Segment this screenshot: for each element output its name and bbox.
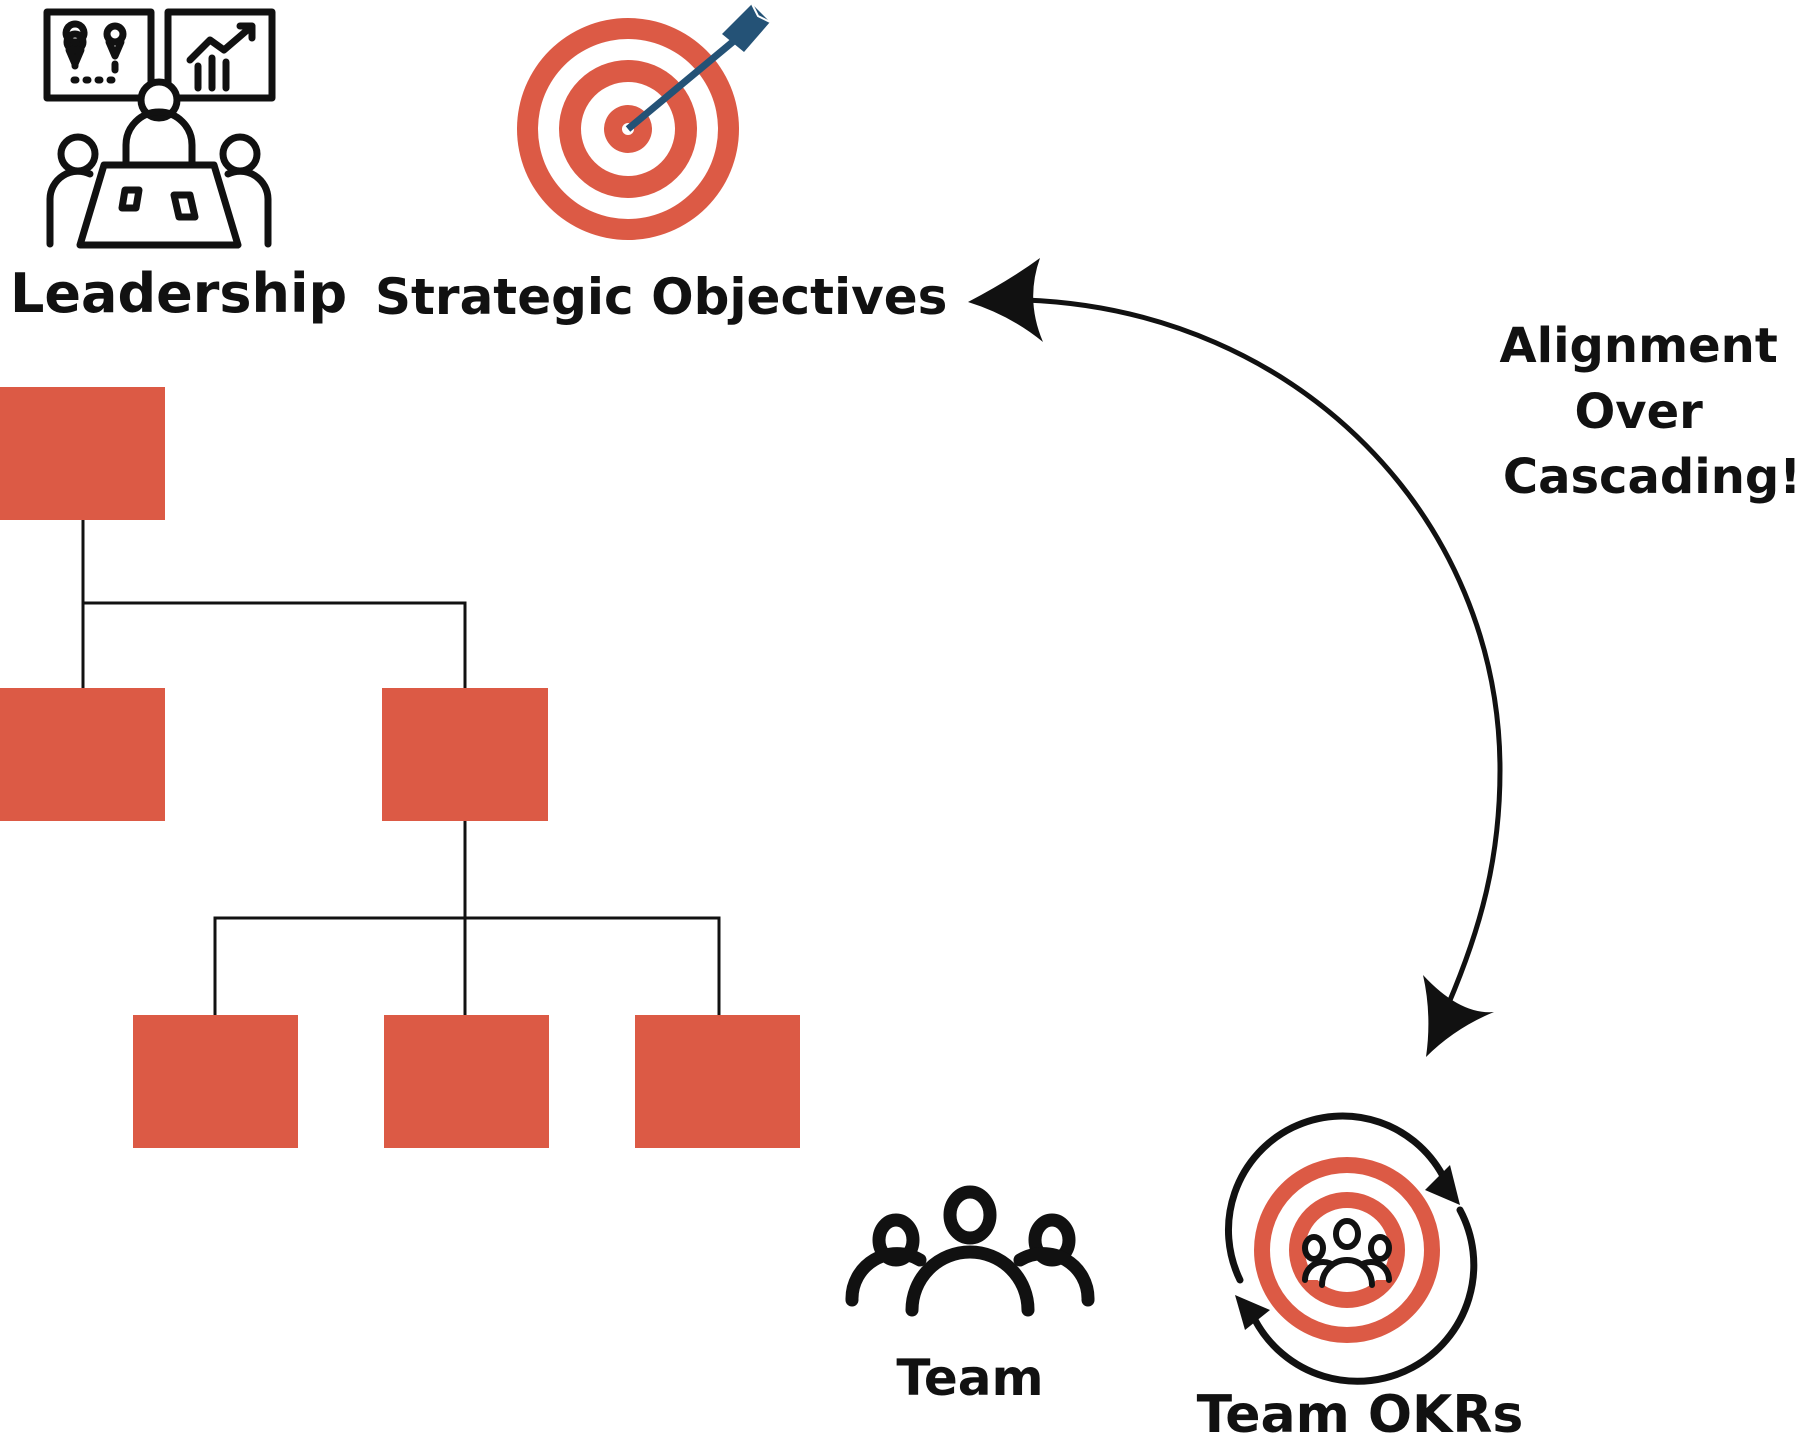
org-box-mid-right [382, 688, 548, 821]
arrowhead-bottom-icon [1423, 975, 1494, 1057]
team-label: Team [896, 1349, 1043, 1407]
org-chart [0, 387, 800, 1148]
alignment-double-arrow [968, 258, 1503, 1057]
org-box-bottom-right [635, 1015, 800, 1148]
target-arrow-icon [517, 3, 771, 240]
org-chart-connectors [81, 520, 721, 1015]
team-okrs-label: Team OKRs [1197, 1385, 1524, 1443]
org-box-mid-left [0, 688, 165, 821]
team-icon [845, 1185, 1095, 1317]
team-okrs-cycle-icon [1224, 1112, 1478, 1385]
org-box-top [0, 387, 165, 520]
leadership-meeting-icon [43, 8, 276, 249]
leadership-label: Leadership [10, 262, 347, 325]
alignment-annotation: Alignment Over Cascading! [1500, 318, 1800, 505]
strategic-objectives-label: Strategic Objectives [375, 268, 947, 326]
org-box-bottom-left [133, 1015, 298, 1148]
arrowhead-top-icon [968, 258, 1043, 342]
org-box-bottom-center [384, 1015, 549, 1148]
